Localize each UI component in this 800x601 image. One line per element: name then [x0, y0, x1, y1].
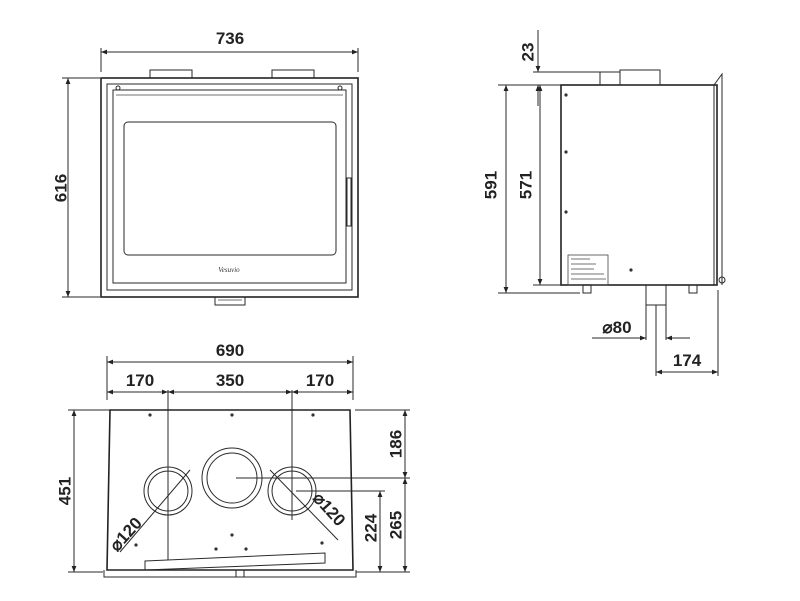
bottom-pipe-center-label: 224	[361, 513, 380, 542]
bottom-front-tab	[235, 569, 245, 578]
bottom-view: 690 170 350 170 451	[55, 341, 410, 578]
side-front-knob	[718, 276, 726, 284]
bottom-left-pipe-leader	[119, 469, 191, 553]
bottom-right-spacing-label: 170	[306, 371, 334, 390]
front-screw-tl	[115, 85, 121, 91]
bottom-dot-6	[244, 547, 248, 551]
side-top-offset-label: 23	[518, 43, 537, 62]
bottom-dot-5	[214, 547, 218, 551]
side-label-plate	[567, 254, 609, 286]
side-depth-label: 174	[673, 351, 702, 370]
front-door-handle	[346, 177, 352, 227]
front-view: 736 616 Vesuvio	[51, 29, 359, 306]
side-collar	[619, 69, 661, 86]
bottom-dot-3	[311, 413, 315, 417]
bottom-dot-7	[134, 543, 138, 547]
bottom-top-offset-label: 186	[386, 430, 405, 458]
side-view: 23 591 571	[481, 30, 726, 376]
side-front-frame-top	[713, 72, 723, 285]
front-screw-tr	[337, 85, 343, 91]
bottom-middle-spacing-label: 350	[216, 371, 244, 390]
bottom-depth-label: 451	[55, 477, 74, 505]
front-inner-frame	[106, 83, 353, 291]
front-height-label: 616	[51, 174, 70, 202]
front-outer-frame	[100, 77, 359, 298]
front-glass	[123, 121, 337, 256]
bottom-left-pipe-inner	[147, 470, 189, 512]
bottom-left-spacing-label: 170	[126, 371, 154, 390]
side-foot-right	[688, 284, 698, 294]
side-dot-1	[564, 93, 568, 97]
front-collar-right	[271, 69, 315, 79]
side-bottom-flue	[645, 284, 667, 306]
bottom-dot-4	[230, 533, 234, 537]
bottom-right-pipe-diameter-label: ⌀120	[309, 489, 349, 530]
bottom-front-bracket	[144, 552, 326, 571]
side-dot-2	[564, 150, 568, 154]
bottom-width-label: 690	[216, 341, 244, 360]
front-width-label: 736	[216, 29, 244, 48]
side-label-plate-border	[567, 254, 609, 286]
side-dot-3	[564, 210, 568, 214]
side-total-height-label: 591	[481, 171, 500, 199]
bottom-left-pipe-outer	[143, 466, 193, 516]
front-bottom-vent	[214, 296, 246, 306]
bottom-dot-2	[230, 413, 234, 417]
front-logo: Vesuvio	[218, 266, 240, 274]
bottom-right-pipe-leader	[269, 469, 339, 541]
side-flue-diameter-label: ⌀80	[602, 318, 631, 337]
side-dot-4	[629, 268, 633, 272]
bottom-dot-1	[148, 413, 152, 417]
front-door-frame	[112, 89, 347, 284]
bottom-left-pipe-diameter-label: ⌀120	[106, 514, 146, 555]
bottom-body	[106, 409, 354, 571]
side-foot-left	[582, 284, 592, 294]
side-inner-height-label: 571	[516, 171, 535, 199]
bottom-front-lip	[103, 570, 357, 578]
side-collar-left-small	[599, 71, 621, 86]
bottom-dot-8	[320, 541, 324, 545]
front-collar-left	[149, 69, 193, 79]
bottom-pipe-height-label: 265	[386, 511, 405, 539]
